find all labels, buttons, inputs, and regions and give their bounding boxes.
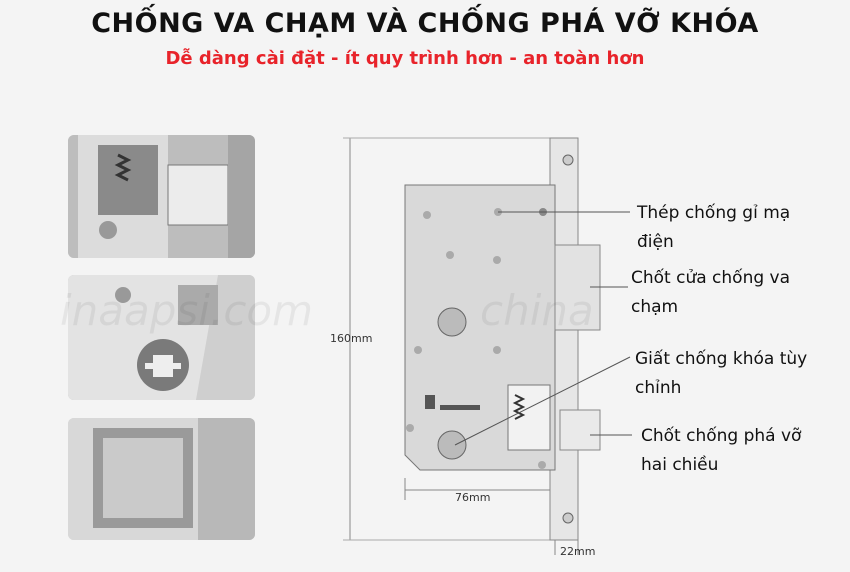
photo-latch-spring: [68, 135, 255, 258]
callout-steel: Thép chống gỉ mạ điện: [637, 199, 790, 257]
callout-line: chạm: [631, 297, 679, 317]
callout-adjustable: Giất chống khóa tùy chỉnh: [635, 345, 807, 403]
page-subtitle: Dễ dàng cài đặt - ít quy trình hơn - an …: [165, 48, 645, 69]
callout-line: Chốt cửa chống va: [631, 268, 791, 288]
page-title: CHỐNG VA CHẠM VÀ CHỐNG PHÁ VỠ KHÓA: [91, 8, 759, 39]
photo-cylinder-hole: [68, 275, 255, 400]
svg-text:china: china: [480, 286, 594, 335]
callout-line: chỉnh: [635, 378, 682, 398]
faceplate-dimension: 22mm: [560, 545, 596, 558]
callout-line: hai chiều: [641, 455, 719, 475]
watermark: inaapsi.com: [60, 286, 313, 335]
deadbolt: [559, 409, 601, 451]
callout-latch: Chốt cửa chống va chạm: [631, 264, 790, 322]
callout-line: Chốt chống phá vỡ: [641, 426, 802, 446]
photo-deadbolt: [68, 418, 255, 540]
height-dimension: 160mm: [330, 332, 373, 345]
callout-line: Thép chống gỉ mạ: [637, 203, 791, 223]
callout-line: Giất chống khóa tùy: [635, 349, 808, 369]
callout-deadbolt: Chốt chống phá vỡ hai chiều: [641, 422, 801, 480]
callout-line: điện: [637, 232, 674, 252]
width-dimension: 76mm: [455, 491, 491, 504]
